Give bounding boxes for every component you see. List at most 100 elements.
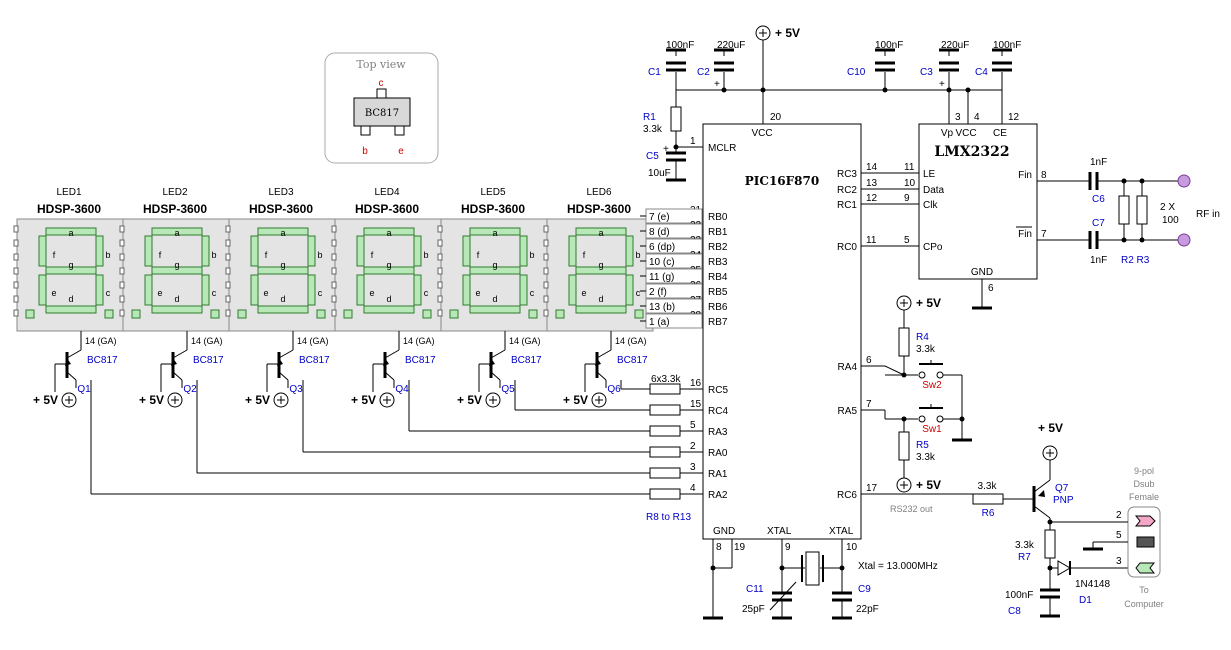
pll-chip: LMX2322 GND 6 <box>918 123 1038 310</box>
led-pin <box>119 239 125 247</box>
cap-c5-value: 10uF <box>648 168 671 179</box>
rf-in-label: RF in <box>1196 209 1220 220</box>
led-part: HDSP-3600 <box>143 202 207 216</box>
pin-number: 7 <box>866 399 872 410</box>
segment-g <box>469 266 521 275</box>
cap-c2-ref: C2 <box>697 67 710 78</box>
cap-c8-value: 100nF <box>1005 590 1033 601</box>
resistor-r1-ref: R1 <box>643 112 656 123</box>
led-part: HDSP-3600 <box>567 202 631 216</box>
mcu-vcc-num: 20 <box>770 112 782 123</box>
pin-number: 17 <box>866 483 878 494</box>
led-pin <box>119 225 125 233</box>
segment-label-a: a <box>280 228 285 238</box>
supply-6 <box>591 392 607 408</box>
segment-b <box>307 235 316 267</box>
pin-number: 3 <box>955 112 961 123</box>
pin-name: RB6 <box>708 302 728 313</box>
segment-label-c: c <box>636 288 641 298</box>
pin-number: 15 <box>690 399 702 410</box>
pin-number: 12 <box>1008 112 1020 123</box>
led-pin <box>225 295 231 303</box>
segment-c <box>519 274 528 306</box>
transistor-collector <box>596 349 612 359</box>
pin-name: RA3 <box>708 427 728 438</box>
segment-f <box>568 235 577 267</box>
segment-e <box>144 274 153 306</box>
pin-name: RB2 <box>708 242 728 253</box>
led-label: LED3 <box>268 187 293 198</box>
led-pin <box>225 225 231 233</box>
wire <box>1033 505 1051 519</box>
pin-name: Vp <box>941 128 954 139</box>
led-pin <box>543 267 549 275</box>
cap-c2-value: 220uF <box>717 40 745 51</box>
led-part: HDSP-3600 <box>355 202 419 216</box>
supply-top-label: + 5V <box>775 26 800 40</box>
dsub-pin-5-gnd <box>1136 536 1155 548</box>
junction-dot <box>959 416 965 422</box>
pin-name: LE <box>923 169 936 180</box>
resistor-r5 <box>898 431 910 461</box>
segment-label-c: c <box>424 288 429 298</box>
pin-name: RB1 <box>708 227 728 238</box>
crystal-label: Xtal = 13.000MHz <box>858 561 938 572</box>
segment-label-c: c <box>530 288 535 298</box>
led-pin <box>119 281 125 289</box>
led-pin <box>331 225 337 233</box>
segment-label-a: a <box>174 228 179 238</box>
pin-led-label: 6 (dp) <box>649 242 675 253</box>
led-bus <box>640 215 646 322</box>
pin-name: Fin <box>1018 170 1032 181</box>
led-pin <box>13 239 19 247</box>
segment-label-e: e <box>369 288 374 298</box>
cap-c7-value: 1nF <box>1090 255 1107 266</box>
ga-label: 14 (GA) <box>85 336 117 346</box>
pll-name: LMX2322 <box>934 144 1009 160</box>
pin-name: CE <box>993 128 1007 139</box>
mcu-left-pins: MCLR1RB0217 (e)RB1228 (d)RB2236 (dp)RB32… <box>640 136 736 501</box>
led-pin <box>331 295 337 303</box>
pin-name: RC2 <box>837 185 857 196</box>
led-label: LED6 <box>586 187 611 198</box>
segment-a <box>575 227 627 236</box>
pin-led-label: 10 (c) <box>649 257 675 268</box>
segment-label-b: b <box>529 250 534 260</box>
cap-c1-value: 100nF <box>666 40 694 51</box>
segment-d <box>45 305 97 314</box>
switch-sw2-contact <box>936 371 944 379</box>
pin-led-label: 2 (f) <box>649 287 667 298</box>
resistor-r2 <box>1118 195 1130 225</box>
resistor-r2r3-ref: R2 R3 <box>1121 255 1150 266</box>
supply-label: + 5V <box>457 393 482 407</box>
pin-name: RB5 <box>708 287 728 298</box>
cap-c8-ref: C8 <box>1008 606 1021 617</box>
mcu-gnd-label: GND <box>713 526 735 537</box>
transistor-emitter <box>66 371 77 381</box>
cap-c3 <box>939 61 959 72</box>
diode-d1-part: 1N4148 <box>1075 579 1110 590</box>
led-pin <box>437 225 443 233</box>
led-pin <box>437 281 443 289</box>
segment-a <box>151 227 203 236</box>
pin-number: 11 <box>866 235 877 246</box>
segment-label-g: g <box>386 260 391 270</box>
pin-number: 11 <box>904 162 915 173</box>
transistor-type: BC817 <box>511 355 542 366</box>
resistor-r5-ref: R5 <box>916 440 929 451</box>
segment-label-d: d <box>492 294 497 304</box>
segment-dp-left <box>237 309 247 319</box>
segment-f <box>250 235 259 267</box>
segment-b <box>625 235 634 267</box>
segment-label-f: f <box>371 250 374 260</box>
transistor-collector <box>172 349 188 359</box>
wire <box>884 365 905 376</box>
segment-c <box>413 274 422 306</box>
